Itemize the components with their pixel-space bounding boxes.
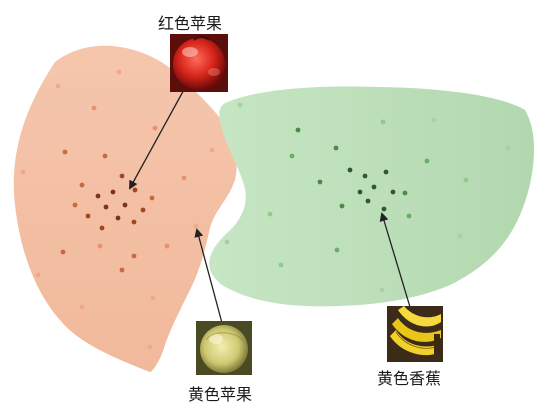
data-point <box>335 248 340 253</box>
data-point <box>80 305 85 310</box>
data-point <box>100 226 105 231</box>
data-point <box>56 84 61 89</box>
data-point <box>210 148 215 153</box>
data-point <box>116 216 121 221</box>
data-point <box>132 254 137 259</box>
data-point <box>194 224 199 229</box>
data-point <box>334 146 339 151</box>
data-point <box>391 190 396 195</box>
data-point <box>165 244 170 249</box>
data-point <box>104 205 109 210</box>
data-point <box>407 214 412 219</box>
data-point <box>98 244 103 249</box>
data-point <box>238 103 243 108</box>
data-point <box>296 128 301 133</box>
data-point <box>133 188 138 193</box>
data-point <box>148 345 153 350</box>
data-point <box>403 191 408 196</box>
data-point <box>150 196 155 201</box>
data-point <box>36 273 41 278</box>
data-point <box>123 203 128 208</box>
banana-photo <box>387 306 443 362</box>
red-apple-label: 红色苹果 <box>158 10 222 34</box>
data-point <box>381 120 386 125</box>
data-point <box>380 288 385 293</box>
yellow-apple-photo <box>196 321 252 375</box>
data-point <box>290 154 295 159</box>
data-point <box>103 154 108 159</box>
data-point <box>425 159 430 164</box>
data-point <box>120 268 125 273</box>
data-point <box>384 170 389 175</box>
data-point <box>132 220 137 225</box>
data-point <box>464 178 469 183</box>
data-point <box>151 296 156 301</box>
data-point <box>358 190 363 195</box>
data-point <box>268 212 273 217</box>
data-point <box>120 174 125 179</box>
data-point <box>21 170 26 175</box>
data-point <box>506 146 511 151</box>
data-point <box>363 174 368 179</box>
data-point <box>458 234 463 239</box>
data-point <box>340 204 345 209</box>
data-point <box>366 199 371 204</box>
data-point <box>73 203 78 208</box>
data-point <box>86 214 91 219</box>
data-point <box>348 168 353 173</box>
data-point <box>432 118 437 123</box>
data-point <box>80 183 85 188</box>
data-point <box>182 176 187 181</box>
data-point <box>153 126 158 131</box>
data-point <box>372 185 377 190</box>
data-point <box>382 207 387 212</box>
data-point <box>61 250 66 255</box>
banana-cluster-region <box>209 86 534 306</box>
data-point <box>92 106 97 111</box>
data-point <box>63 150 68 155</box>
yellow-apple-label: 黄色苹果 <box>188 381 252 405</box>
data-point <box>225 240 230 245</box>
data-point <box>96 194 101 199</box>
red-apple-photo <box>170 34 228 92</box>
yellow-banana-label: 黄色香蕉 <box>377 365 441 389</box>
data-point <box>117 70 122 75</box>
data-point <box>318 180 323 185</box>
data-point <box>141 208 146 213</box>
data-point <box>111 190 116 195</box>
data-point <box>279 263 284 268</box>
